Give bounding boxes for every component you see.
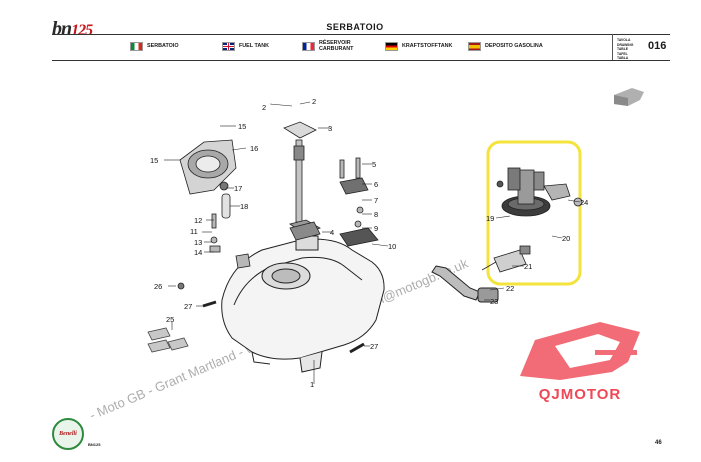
part-label: 8 [374,210,378,219]
fuel-pump-highlight-box [486,140,582,286]
spain-flag-icon [468,41,481,51]
language-bar: SERBATOIO FUEL TANK RÉSERVOIR CARBURANT … [130,38,610,54]
footer-page-number: 46 [655,440,662,446]
filler-cap-parts [283,121,321,235]
page-title: SERBATOIO [326,22,384,32]
lang-spanish: DEPOSITO GASOLINA [468,38,543,54]
lang-english: FUEL TANK [222,38,269,54]
part-label: 12 [194,216,202,225]
part-label: 27 [370,342,378,351]
uk-flag-icon [222,41,235,51]
part-label: 2 [312,97,316,106]
part-label: 5 [372,160,376,169]
germany-flag-icon [385,41,398,51]
lang-french: RÉSERVOIR CARBURANT [302,38,353,54]
part-label: 23 [490,297,498,306]
benelli-logo: Benelli [52,418,84,450]
footer-model: BN125 [88,442,101,447]
part-label: 22 [506,284,514,293]
fuel-tank [221,235,385,373]
rubber-pads [147,327,189,353]
part-label: 18 [240,202,248,211]
part-label: 24 [580,198,588,207]
header-separator [612,34,613,60]
part-label: 20 [562,234,570,243]
drain-tube [219,181,231,219]
france-flag-icon [302,41,315,51]
part-label: 27 [184,302,192,311]
part-label: 26 [154,282,162,291]
leader-lines [164,101,581,384]
part-labels: 1 2 2 3 4 5 6 7 8 9 10 11 12 13 14 15 15… [150,97,588,389]
part-label: 2 [262,103,266,112]
part-label: 3 [328,124,332,133]
part-label: 4 [330,228,334,237]
part-label: 14 [194,248,202,257]
part-label: 9 [374,224,378,233]
part-label: 25 [166,315,174,324]
table-number: 016 [648,40,667,52]
qjmotor-logo-icon [520,322,640,380]
part-label: 16 [250,144,258,153]
part-label: 15 [238,122,246,131]
part-label: 1 [310,380,314,389]
fuel-filter [481,245,531,273]
filler-neck [179,139,237,195]
qjmotor-brand-text: QJMOTOR [538,386,622,403]
lang-german: KRAFTSTOFFTANK [385,38,452,54]
part-label: 7 [374,196,378,205]
mount-hardware [177,157,379,354]
part-label: 13 [194,238,202,247]
fuel-pump [496,167,583,217]
header-rule-top [52,34,670,35]
table-label-column: TAVOLA DRAWING TABLE TAFEL TABLA [617,38,634,61]
part-label: 11 [190,227,198,236]
fuel-hose [431,265,499,303]
part-label: 21 [524,262,532,271]
orientation-arrow-icon [614,88,644,106]
part-label: 15 [150,156,158,165]
lang-italian: SERBATOIO [130,38,179,54]
part-label: 10 [388,242,396,251]
header-rule-bottom [52,60,670,61]
part-label: 17 [234,184,242,193]
italy-flag-icon [130,41,143,51]
part-label: 19 [486,214,494,223]
page-header: bn125 SERBATOIO SERBATOIO FUEL TANK RÉSE… [0,0,701,62]
part-label: 6 [374,180,378,189]
